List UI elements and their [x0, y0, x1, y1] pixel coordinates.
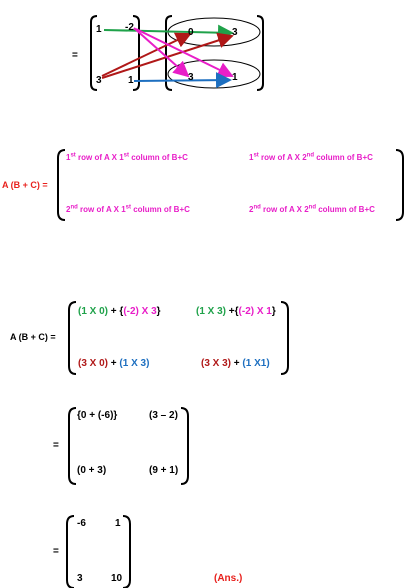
step2-r1c1: 1st row of A X 1st column of B+C: [66, 152, 188, 162]
r1c1-c: row of A X 1: [75, 153, 124, 162]
m2-bottom-left: 3: [188, 72, 194, 83]
m1-top-left: 1: [96, 24, 102, 35]
step4-r1c1: {0 + (-6)}: [77, 410, 118, 421]
m1-top-right: -2: [125, 22, 134, 33]
step5-r2c1: 3: [77, 573, 83, 584]
step5-r1c2: 1: [115, 518, 121, 529]
r1c1-p4: }: [156, 306, 161, 317]
step5-equals: =: [53, 546, 59, 557]
bracket-left-close: [132, 15, 140, 91]
r2c1-c: row of A X 1: [77, 205, 126, 214]
r2c2-d: nd: [308, 204, 316, 211]
step4-r2c2: (9 + 1): [149, 465, 179, 476]
m2-bottom-right: 1: [232, 72, 238, 83]
r1c2-d: nd: [306, 152, 314, 159]
step4-equals: =: [53, 440, 59, 451]
r2c1-p3: (1 X 3): [119, 358, 150, 369]
r2c1-p1: (3 X 0): [78, 358, 109, 369]
arrow-green: [103, 24, 234, 41]
r1c1-p3: (-2) X 3: [123, 306, 157, 317]
step1-equals: =: [72, 50, 78, 61]
r1c1-a: 1: [66, 153, 71, 162]
step4-r1c2: (3 – 2): [149, 410, 178, 421]
r2c1-e: column of B+C: [131, 205, 190, 214]
step3-r2c2: (3 X 3) + (1 X1): [201, 358, 270, 369]
step2-r2c1: 2nd row of A X 1st column of B+C: [66, 204, 190, 214]
bracket-left-open: [90, 15, 98, 91]
r1c2-p2: +{: [226, 306, 239, 317]
step3-r1c1: (1 X 0) + {(-2) X 3}: [78, 306, 161, 317]
r2c2-c: row of A X 2: [260, 205, 309, 214]
r1c1-p2: + {: [108, 306, 124, 317]
arrow-magenta-1: [133, 27, 190, 78]
m1-bottom-left: 3: [96, 75, 102, 86]
r2c1-d: st: [125, 204, 131, 211]
step1-diagram: [90, 15, 264, 91]
answer-label: (Ans.): [214, 573, 243, 584]
r2c2-b: nd: [253, 204, 261, 211]
step5-r2c2: 10: [111, 573, 123, 584]
m1-bottom-right: 1: [128, 75, 134, 86]
r1c1-b: st: [70, 152, 76, 159]
r1c2-p3: (-2) X 1: [238, 306, 272, 317]
r2c2-a: 2: [249, 205, 254, 214]
r1c1-d: st: [123, 152, 129, 159]
r2c2-p1: (3 X 3): [201, 358, 232, 369]
m2-top-left: 0: [188, 27, 194, 38]
step3-r2c1: (3 X 0) + (1 X 3): [78, 358, 149, 369]
r1c2-p1: (1 X 3): [196, 306, 227, 317]
r2c2-e: column of B+C: [316, 205, 375, 214]
arrow-magenta-2: [135, 28, 234, 78]
r2c2-p3: (1 X1): [242, 358, 270, 369]
step3-r1c2: (1 X 3) +{(-2) X 1}: [196, 306, 276, 317]
step2-r1c2: 1st row of A X 2nd column of B+C: [249, 152, 373, 162]
r1c2-c: row of A X 2: [258, 153, 307, 162]
step5-r1c1: -6: [77, 518, 86, 529]
bracket-right-open: [165, 15, 173, 91]
r2c2-p2: +: [231, 358, 243, 369]
arrow-blue: [133, 72, 232, 89]
r1c1-p1: (1 X 0): [78, 306, 109, 317]
r2c1-b: nd: [70, 204, 78, 211]
bracket-right-close: [256, 15, 264, 91]
step2-label: A (B + C) =: [2, 180, 48, 190]
r1c2-e: column of B+C: [314, 153, 373, 162]
r1c2-a: 1: [249, 153, 254, 162]
arrow-red-1: [101, 32, 192, 77]
step3-label: A (B + C) =: [10, 332, 56, 342]
r1c2-p4: }: [271, 306, 276, 317]
m2-top-right: 3: [232, 27, 238, 38]
r1c1-e: column of B+C: [129, 153, 188, 162]
r2c1-p2: +: [108, 358, 120, 369]
step2-r2c2: 2nd row of A X 2nd column of B+C: [249, 204, 375, 214]
r2c1-a: 2: [66, 205, 71, 214]
step4-r2c1: (0 + 3): [77, 465, 107, 476]
r1c2-b: st: [253, 152, 259, 159]
row-ellipse-bottom: [167, 59, 261, 89]
